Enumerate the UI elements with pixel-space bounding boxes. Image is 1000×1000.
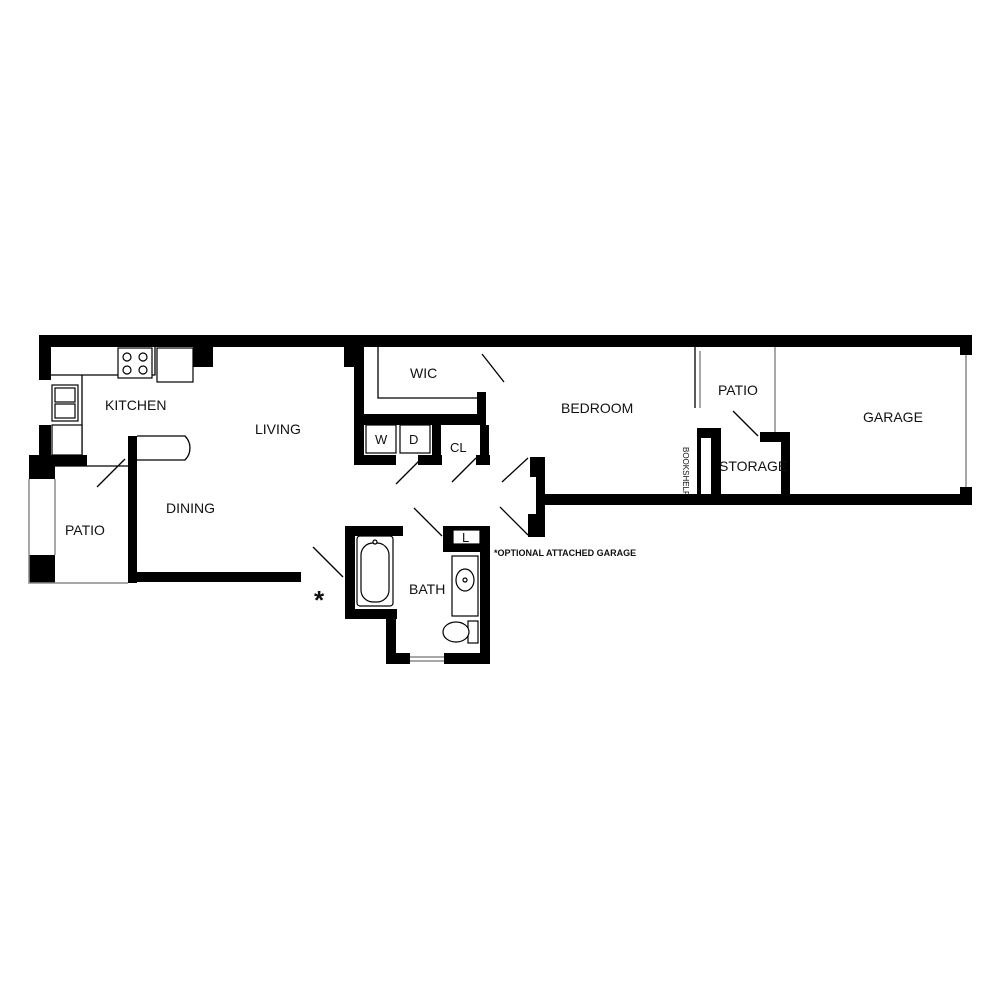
label-garage: GARAGE (863, 409, 923, 425)
label-dining: DINING (166, 500, 215, 516)
asterisk-marker: * (314, 585, 325, 615)
label-bookshelf: BOOKSHELF (681, 447, 690, 496)
door-bath[interactable] (413, 507, 443, 537)
door-laundry[interactable] (395, 459, 421, 485)
washer-icon (365, 424, 397, 454)
label-storage: STORAGE (719, 458, 787, 474)
bath-sink-icon (451, 555, 479, 617)
note-optional-garage: *OPTIONAL ATTACHED GARAGE (494, 548, 636, 558)
door-wic[interactable] (481, 353, 505, 383)
stove-icon (117, 347, 153, 379)
dishwasher-icon (51, 424, 83, 456)
toilet-icon (442, 620, 479, 644)
label-linen: L (462, 530, 469, 545)
door-bedroom[interactable] (501, 457, 529, 483)
label-closet: CL (450, 440, 467, 455)
label-living: LIVING (255, 421, 301, 437)
label-bedroom: BEDROOM (561, 400, 633, 416)
door-entry[interactable] (312, 546, 344, 578)
walls (29, 335, 972, 664)
door-hall-lower[interactable] (499, 506, 529, 536)
label-kitchen: KITCHEN (105, 397, 166, 413)
label-washer: W (375, 432, 388, 447)
fixtures (51, 347, 481, 644)
door-kitchen-patio[interactable] (96, 458, 126, 488)
label-patio-left: PATIO (65, 522, 105, 538)
door-closet[interactable] (451, 457, 477, 483)
dryer-icon (399, 424, 431, 454)
bathtub-icon (356, 535, 394, 607)
label-bath: BATH (409, 581, 445, 597)
label-wic: WIC (410, 365, 437, 381)
labels: KITCHEN LIVING DINING PATIO WIC W D CL B… (65, 365, 923, 615)
thin-lines (28, 347, 967, 662)
door-storage[interactable] (732, 410, 759, 437)
label-patio-right: PATIO (718, 382, 758, 398)
kitchen-sink-icon (51, 384, 79, 422)
fridge-icon (156, 347, 194, 383)
linen-box (452, 529, 481, 545)
doors[interactable] (96, 353, 759, 578)
label-dryer: D (409, 432, 418, 447)
